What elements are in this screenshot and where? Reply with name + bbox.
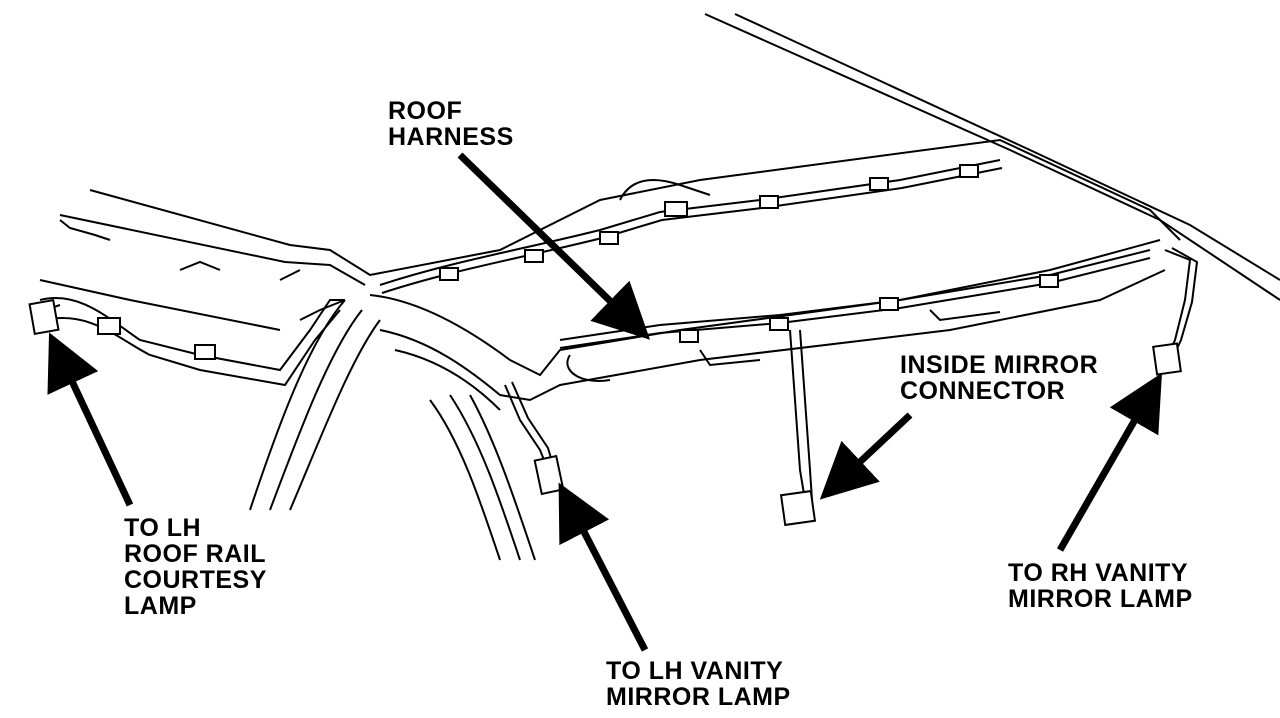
arrow-roof-harness [457, 152, 651, 340]
harness-clips [97, 164, 1059, 360]
a-pillars [249, 299, 536, 561]
lh-roof-rail-label-line-4: LAMP [124, 592, 197, 620]
inside-mirror-connector [779, 489, 817, 527]
roof-harness-label-line-1: ROOF [388, 97, 463, 125]
lh-vanity-label-line-2: MIRROR LAMP [606, 683, 791, 711]
roof-harness-label-line-2: HARNESS [388, 123, 514, 151]
callout-arrows [47, 152, 1162, 652]
lh-roof-rail-label-line-2: ROOF RAIL [124, 540, 266, 568]
inside-mirror-connector-label: INSIDE MIRROR CONNECTOR [900, 352, 1098, 404]
lh-roof-rail-connector [28, 298, 60, 336]
lh-vanity-connector [533, 454, 565, 496]
inside-mirror-label-line-2: CONNECTOR [900, 377, 1066, 405]
arrow-lh-roof-rail [47, 332, 134, 507]
connectors [28, 298, 1182, 527]
rh-vanity-connector [1152, 342, 1182, 376]
roof-harness-label: ROOF HARNESS [388, 98, 514, 150]
rh-vanity-mirror-lamp-label: TO RH VANITY MIRROR LAMP [1008, 560, 1193, 612]
lh-roof-rail-label-line-1: TO LH [124, 514, 202, 542]
lh-vanity-label-line-1: TO LH VANITY [606, 657, 784, 685]
lh-roof-rail-label-line-3: COURTESY [124, 566, 267, 594]
arrow-rh-vanity [1056, 372, 1162, 552]
arrow-inside-mirror [819, 412, 913, 500]
roof-harness-wires [299, 159, 1151, 382]
rh-vanity-label-line-2: MIRROR LAMP [1008, 585, 1193, 613]
arrow-lh-vanity [558, 482, 649, 652]
roof-panel [39, 138, 1181, 331]
lh-vanity-mirror-lamp-label: TO LH VANITY MIRROR LAMP [606, 658, 791, 710]
lh-roof-rail-courtesy-lamp-label: TO LH ROOF RAIL COURTESY LAMP [124, 515, 267, 619]
rh-vanity-label-line-1: TO RH VANITY [1008, 559, 1189, 587]
branch-pigtails [44, 247, 1199, 501]
left-roof-rail [39, 219, 345, 387]
inside-mirror-label-line-1: INSIDE MIRROR [900, 351, 1099, 379]
windshield-edge [704, 13, 1280, 301]
